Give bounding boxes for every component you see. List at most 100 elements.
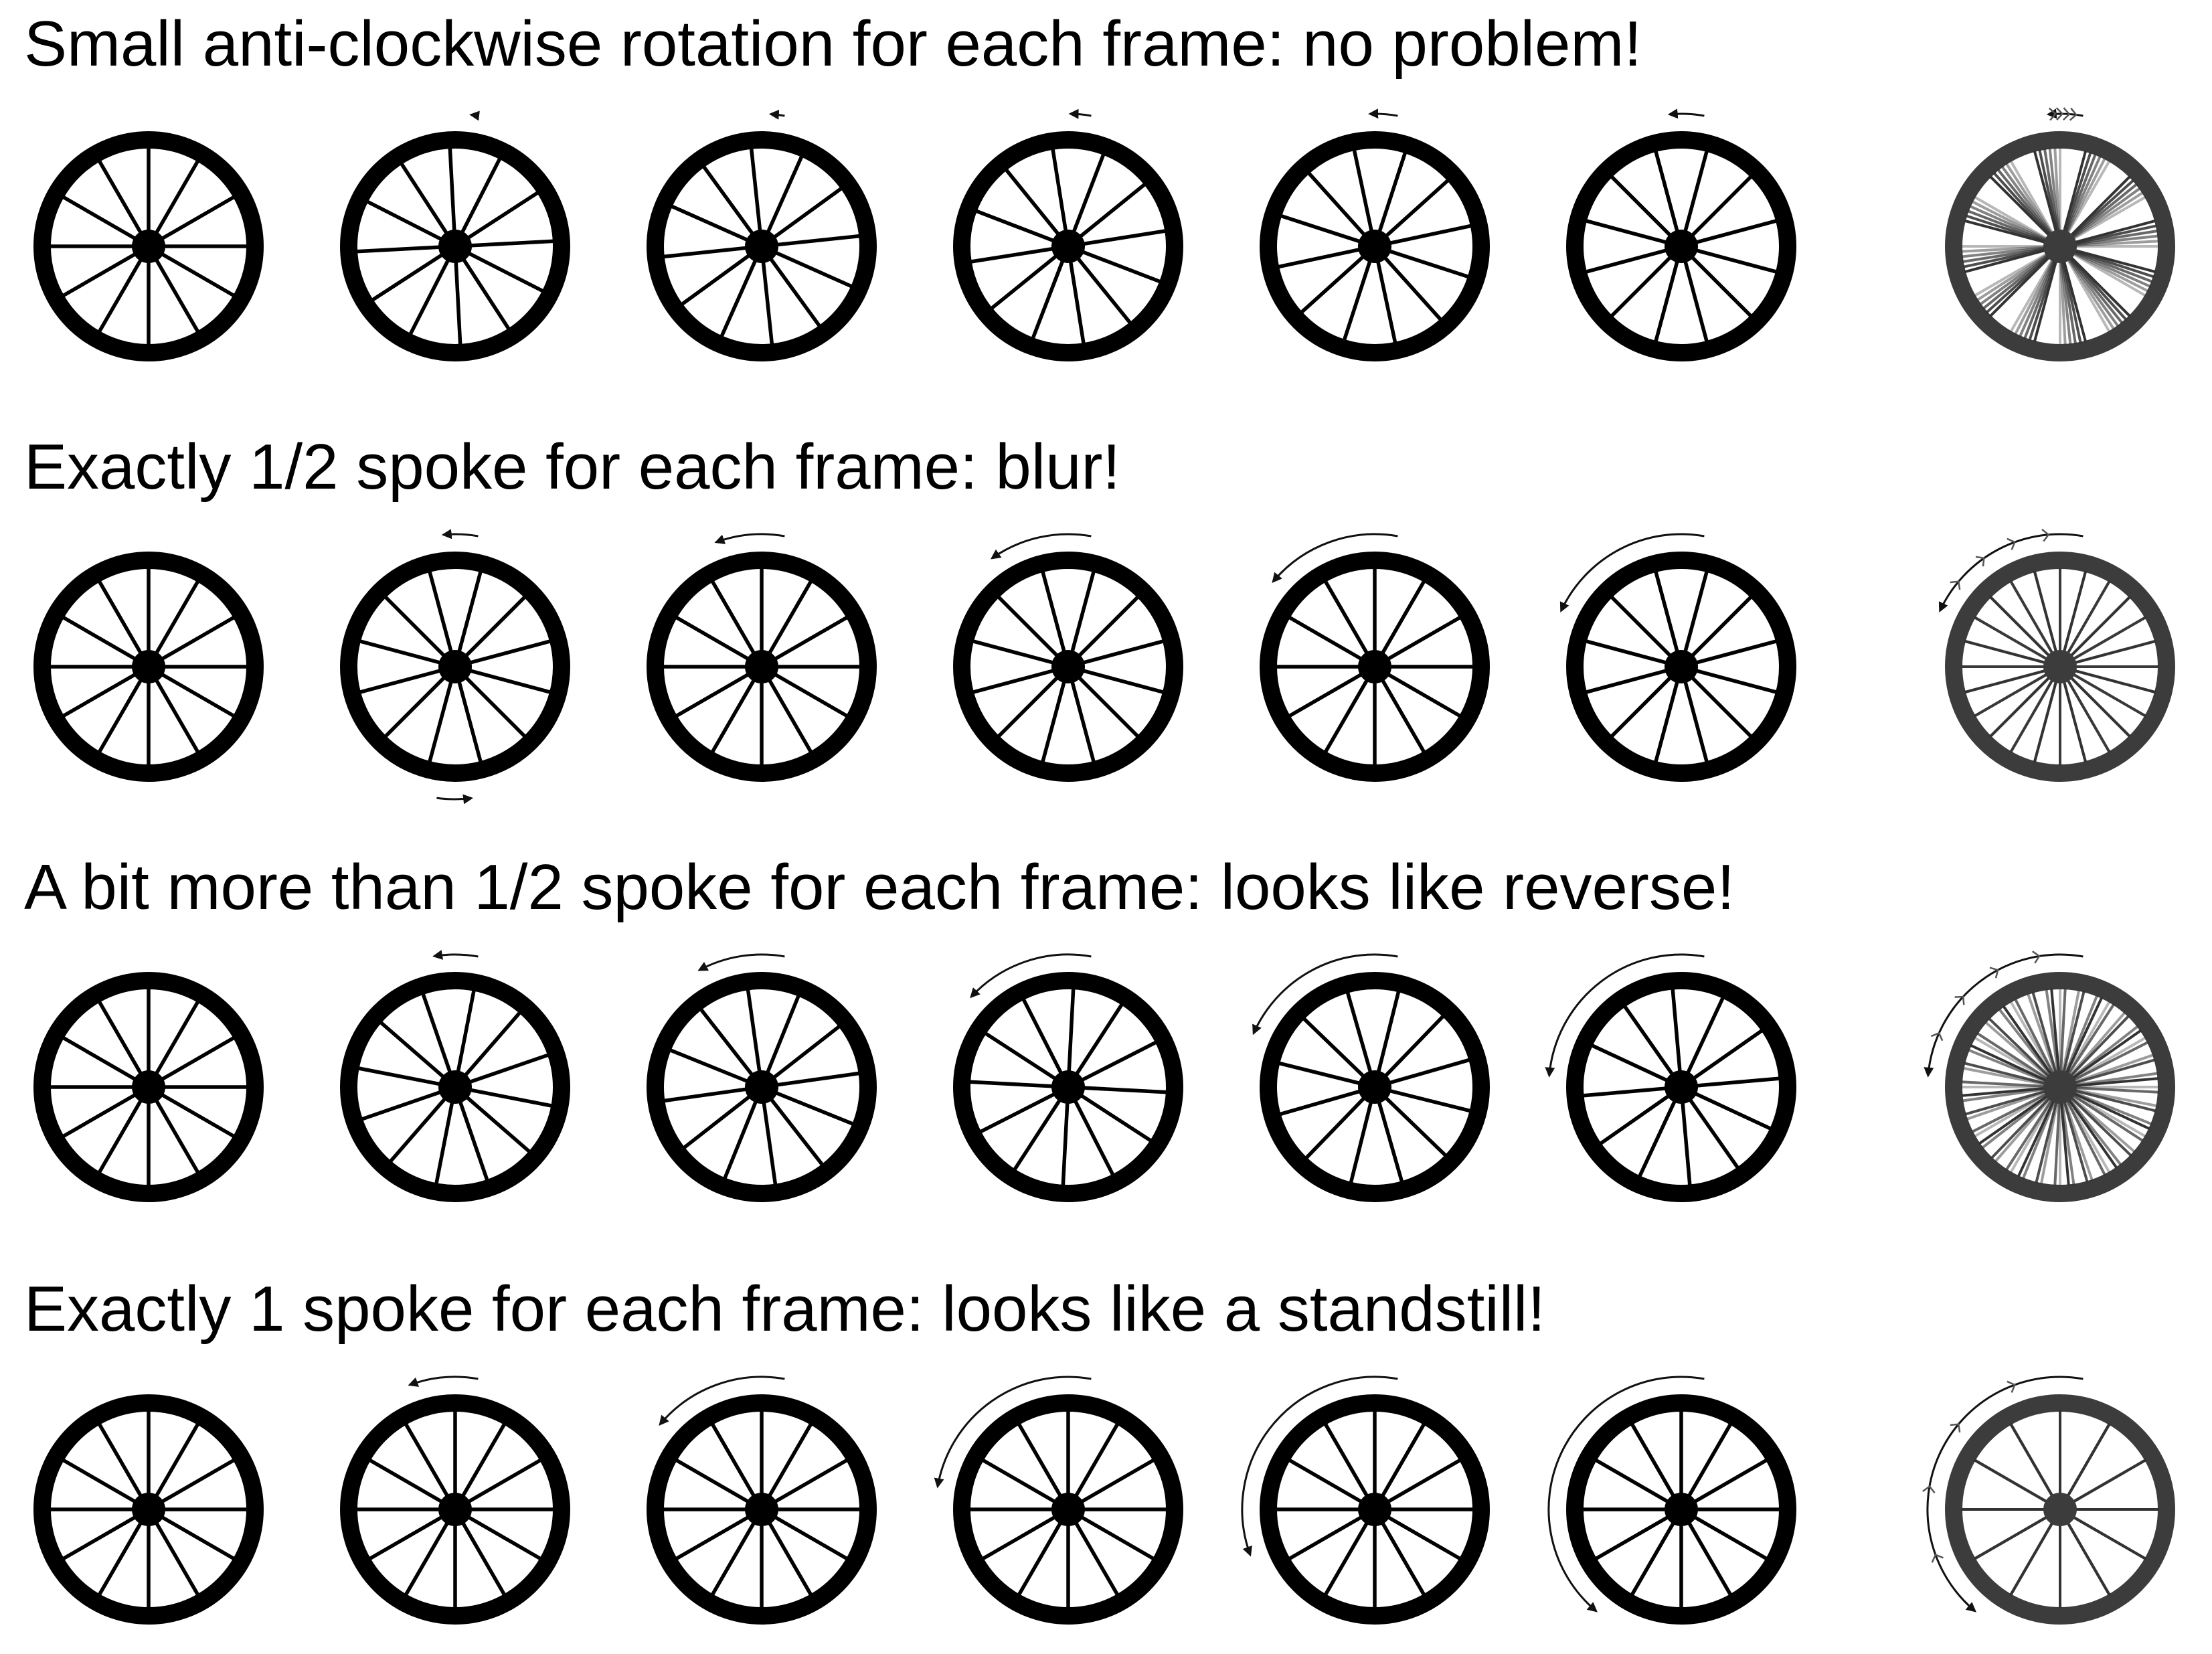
wheel-spoke	[2069, 1077, 2159, 1088]
wheel-spoke	[1077, 639, 1165, 666]
wheel-tire	[1945, 131, 2175, 361]
wheel-spoke	[2066, 175, 2132, 240]
row-2-title: Exactly 1/2 spoke for each frame: blur!	[24, 431, 1121, 503]
wheel-spoke	[981, 1513, 1061, 1561]
wheel-spoke	[1671, 988, 1683, 1078]
wheel-spoke	[2067, 670, 2147, 718]
wheel-spoke	[2067, 1029, 2142, 1083]
wheel-spoke	[97, 1422, 145, 1502]
wheel-spoke	[97, 1094, 145, 1174]
wheel-spoke	[62, 1458, 141, 1506]
wheel-tire	[647, 131, 877, 361]
wheel-spoke	[769, 1513, 849, 1561]
wheel-spoke	[1382, 670, 1462, 718]
wheel-tire	[1260, 1394, 1490, 1625]
row-2-frame-6-rotation-arrow	[1559, 533, 1705, 613]
wheel-spoke	[710, 674, 758, 754]
row-1-frame-3-rotation-arrow	[768, 109, 785, 120]
wheel-spoke	[97, 580, 145, 659]
wheel-spoke	[156, 250, 236, 298]
wheel-hub	[1665, 650, 1698, 683]
blur-arrow-tick	[2007, 1380, 2016, 1393]
wheel-tire	[1260, 552, 1490, 782]
wheel-tire	[647, 552, 877, 782]
wheel-spoke	[1288, 1513, 1367, 1561]
wheel-spoke	[2033, 675, 2059, 763]
wheel-spoke	[2033, 255, 2059, 343]
wheel-spoke	[2068, 1041, 2149, 1084]
wheel-spoke	[1682, 675, 1709, 763]
wheel-spoke	[97, 1517, 145, 1596]
wheel-spoke	[1682, 255, 1709, 343]
wheel-spoke	[1988, 673, 2054, 738]
wheel-spoke	[1061, 1096, 1070, 1186]
wheel-spoke	[682, 1092, 755, 1150]
wheel-hub	[1358, 1493, 1391, 1526]
wheel-spoke	[1978, 1091, 2053, 1145]
row-4-frame-6-wheel	[1566, 1394, 1796, 1625]
blur-arrow-tick	[2007, 537, 2016, 550]
row-4-title: Exactly 1 spoke for each frame: looks li…	[24, 1273, 1546, 1345]
wheel-tire	[1945, 552, 2175, 782]
wheel-spoke	[2067, 1091, 2144, 1143]
blur-arrow-tick	[1975, 556, 1985, 567]
wheel-spoke	[2061, 570, 2088, 658]
wheel-spoke	[2068, 1090, 2150, 1131]
wheel-spoke	[669, 1048, 754, 1085]
wheel-spoke	[675, 1458, 754, 1506]
wheel-spoke	[1017, 1517, 1065, 1596]
blur-arrow-tick	[1989, 967, 1999, 979]
wheel-spoke	[1076, 1458, 1155, 1506]
wheel-spoke	[462, 1458, 542, 1506]
row-2-frame-2-wheel	[340, 552, 570, 782]
wheel-spoke	[2069, 1086, 2159, 1094]
wheel-hub	[1358, 1070, 1391, 1104]
wheel-hub	[1665, 230, 1698, 263]
wheel-spoke	[1988, 252, 2054, 318]
wheel-spoke	[1070, 153, 1106, 238]
wheel-spoke	[1973, 195, 2053, 243]
row-2-frame-4-wheel	[953, 552, 1183, 782]
blur-arrow-tick	[2048, 107, 2057, 121]
wheel-spoke	[1382, 1513, 1462, 1561]
wheel-hub	[2043, 650, 2077, 683]
wheel-spoke	[463, 249, 545, 293]
wheel-spoke	[1078, 229, 1167, 247]
wheel-spoke	[428, 675, 454, 763]
wheel-spoke	[2067, 250, 2147, 297]
wheel-spoke	[2066, 252, 2132, 318]
wheel-spoke	[62, 670, 141, 718]
wheel-spoke	[2067, 195, 2147, 243]
wheel-spoke	[2069, 1088, 2157, 1112]
wheel-spoke	[1961, 1086, 2051, 1097]
wheel-spoke	[1378, 1517, 1426, 1596]
wheel-spoke	[2031, 991, 2059, 1078]
wheel-spoke	[1630, 1422, 1678, 1502]
row-1-frame-4-rotation-arrow	[1068, 108, 1092, 119]
wheel-spoke	[1685, 1094, 1740, 1169]
row-3-frame-2-wheel	[340, 972, 570, 1202]
wheel-spoke	[1654, 255, 1681, 343]
wheel-spoke	[2009, 674, 2057, 754]
wheel-spoke	[2061, 990, 2086, 1078]
wheel-spoke	[1637, 1095, 1679, 1178]
wheel-spoke	[1964, 247, 2051, 274]
wheel-spoke	[1988, 1017, 2054, 1082]
blur-arrow-tick	[1950, 1423, 1961, 1433]
wheel-spoke	[1599, 1091, 1675, 1146]
wheel-spoke	[1076, 1513, 1155, 1561]
wheel-spoke	[152, 1000, 200, 1080]
wheel-spoke	[460, 595, 527, 661]
wheel-spoke	[2053, 1096, 2061, 1186]
wheel-hub	[438, 1493, 472, 1526]
wheel-spoke	[1685, 1517, 1733, 1596]
wheel-spoke	[434, 1096, 455, 1185]
wheel-spoke	[1383, 248, 1470, 279]
wheel-spoke	[1280, 214, 1366, 245]
wheel-spoke	[1630, 1517, 1678, 1596]
wheel-hub	[1665, 1070, 1698, 1104]
wheel-spoke	[1306, 171, 1370, 240]
wheel-spoke	[2035, 1096, 2059, 1184]
wheel-spoke	[969, 1080, 1059, 1088]
